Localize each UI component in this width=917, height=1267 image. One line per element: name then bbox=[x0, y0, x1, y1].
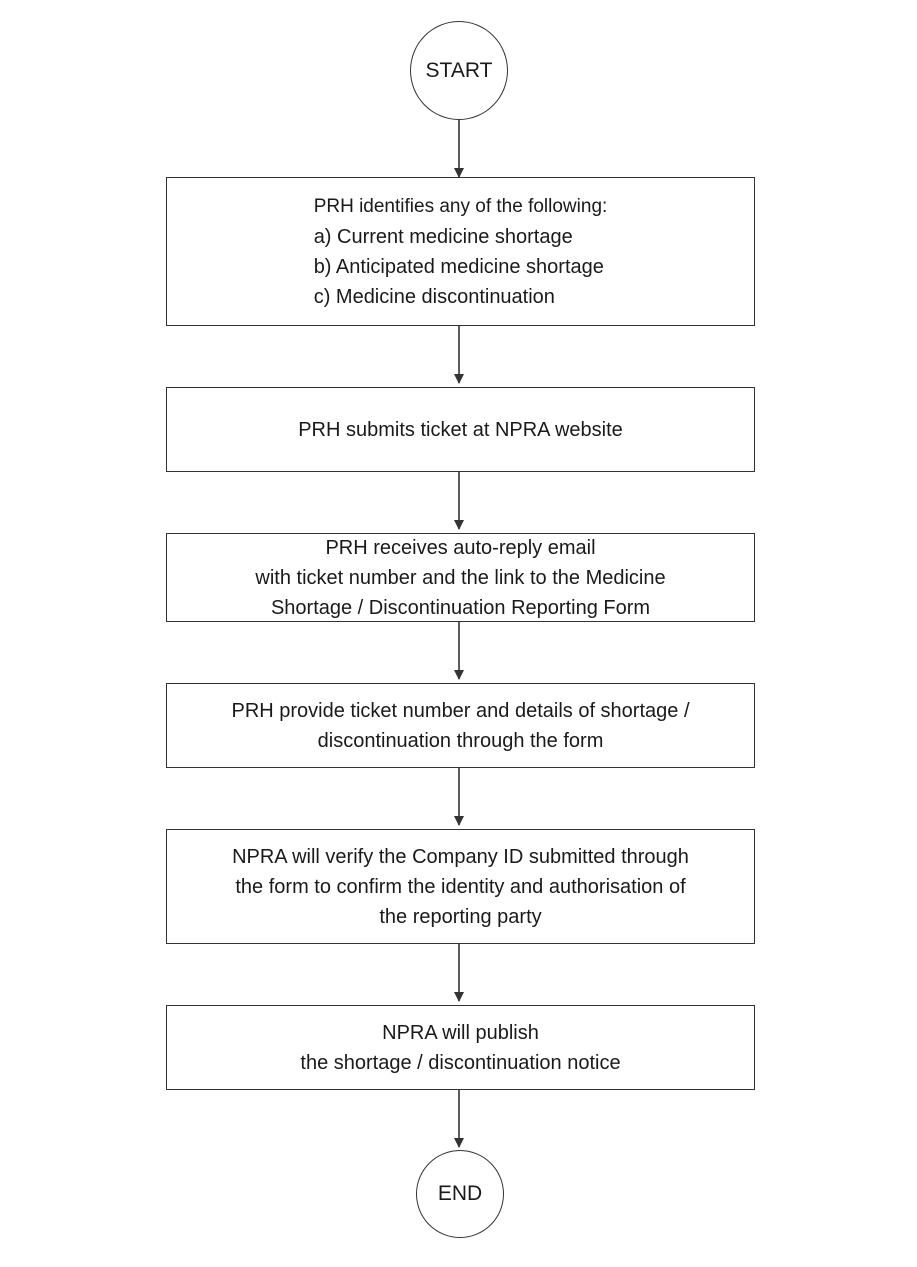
identify-item: b) Anticipated medicine shortage bbox=[313, 255, 604, 278]
step-text: the reporting party bbox=[379, 905, 542, 928]
step-text: the form to confirm the identity and aut… bbox=[235, 875, 686, 898]
step-identify: PRH identifies any of the following: a) … bbox=[166, 177, 755, 326]
end-label: END bbox=[437, 1182, 483, 1205]
step-text: PRH provide ticket number and details of… bbox=[231, 699, 690, 722]
step-text: PRH submits ticket at NPRA website bbox=[298, 418, 623, 441]
step-text: Shortage / Discontinuation Reporting For… bbox=[270, 596, 651, 619]
step-publish-notice: NPRA will publish the shortage / discont… bbox=[166, 1005, 755, 1090]
end-terminal: END bbox=[416, 1150, 504, 1238]
step-text: NPRA will publish bbox=[382, 1021, 539, 1044]
step-text: NPRA will verify the Company ID submitte… bbox=[232, 845, 689, 868]
step-text: the shortage / discontinuation notice bbox=[300, 1051, 621, 1074]
step-auto-reply: PRH receives auto-reply email with ticke… bbox=[166, 533, 755, 622]
identify-title: PRH identifies any of the following: bbox=[313, 195, 608, 217]
identify-list: PRH identifies any of the following: a) … bbox=[314, 192, 608, 312]
step-text: with ticket number and the link to the M… bbox=[255, 566, 666, 589]
step-provide-details: PRH provide ticket number and details of… bbox=[166, 683, 755, 768]
identify-item: c) Medicine discontinuation bbox=[313, 285, 555, 308]
step-text: PRH receives auto-reply email bbox=[325, 536, 596, 559]
step-verify-company: NPRA will verify the Company ID submitte… bbox=[166, 829, 755, 944]
step-text: discontinuation through the form bbox=[317, 729, 604, 752]
step-submit-ticket: PRH submits ticket at NPRA website bbox=[166, 387, 755, 472]
start-terminal: START bbox=[410, 21, 508, 120]
start-label: START bbox=[425, 58, 493, 82]
identify-item: a) Current medicine shortage bbox=[313, 225, 573, 248]
